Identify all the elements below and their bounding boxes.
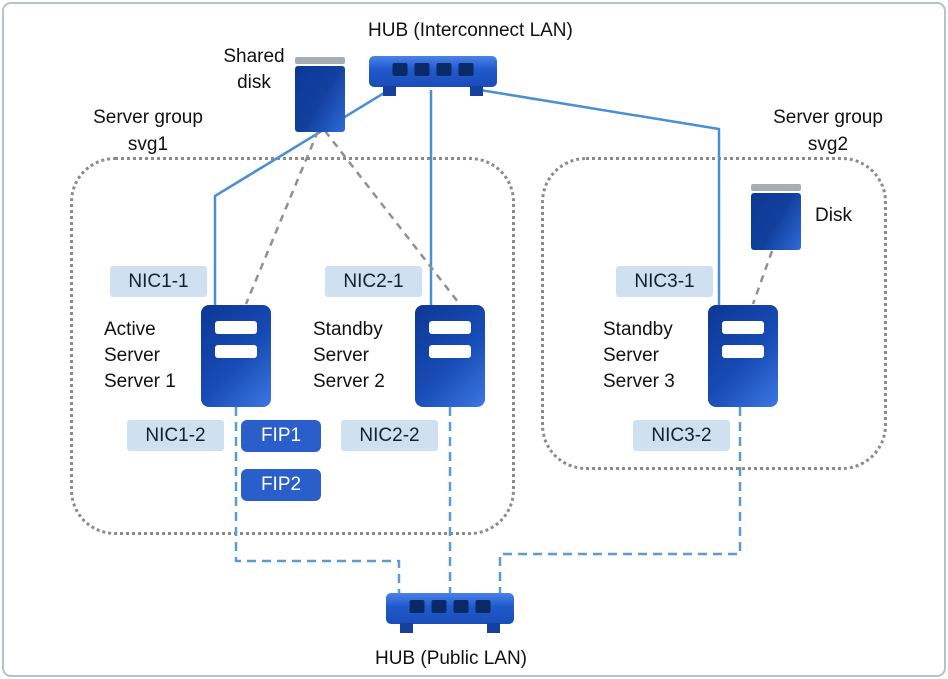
hub-foot xyxy=(400,623,413,633)
hub-body xyxy=(386,593,514,624)
disk-body xyxy=(751,193,801,250)
hub-port xyxy=(431,600,447,613)
line-shareddisk-to-server2 xyxy=(324,130,459,303)
shared-disk-icon xyxy=(295,57,345,132)
disk-cap xyxy=(751,184,801,191)
server-3-label-line3: Server 3 xyxy=(603,371,675,392)
hub-foot xyxy=(487,623,500,633)
disk-cap xyxy=(295,57,345,64)
line-server3-to-public-hub xyxy=(498,407,742,594)
hub-port xyxy=(409,600,425,613)
hub-foot xyxy=(383,86,396,96)
hub-ports xyxy=(392,63,474,76)
fip2-badge: FIP2 xyxy=(241,469,321,501)
server-group-svg2-label-line2: svg2 xyxy=(807,134,849,155)
hub-port xyxy=(475,600,491,613)
hub-body xyxy=(369,56,497,87)
nic2-2-badge: NIC2-2 xyxy=(341,420,438,451)
shared-disk-label-line1: Shared xyxy=(223,46,285,67)
server-slot xyxy=(215,321,257,334)
hub-port xyxy=(458,63,474,76)
hub-port xyxy=(453,600,469,613)
server-1-label-line2: Server xyxy=(104,345,160,366)
hub-foot xyxy=(470,86,483,96)
line-shareddisk-to-server1 xyxy=(244,130,320,305)
server-group-svg1-label: Server group svg1 xyxy=(88,104,208,158)
server-slot xyxy=(722,321,764,334)
interconnect-hub-icon xyxy=(369,56,497,96)
line-disk-to-server3 xyxy=(751,250,774,305)
server-1-label-line1: Active xyxy=(104,319,156,340)
server-3-label: Standby Server Server 3 xyxy=(603,317,675,395)
nic2-1-badge: NIC2-1 xyxy=(325,266,422,297)
server-1-label: Active Server Server 1 xyxy=(104,317,176,395)
disk-label: Disk xyxy=(815,205,852,226)
server-2-label-line3: Server 2 xyxy=(313,371,385,392)
line-server1-to-public-hub xyxy=(234,407,401,594)
interconnect-hub-label: HUB (Interconnect LAN) xyxy=(368,20,573,41)
hub-port xyxy=(436,63,452,76)
disk-body xyxy=(295,66,345,132)
fip1-badge: FIP1 xyxy=(241,420,321,452)
public-hub-label: HUB (Public LAN) xyxy=(374,648,528,669)
server-group-svg1-label-line1: Server group xyxy=(93,107,203,128)
hub-port xyxy=(392,63,408,76)
nic1-2-badge: NIC1-2 xyxy=(127,420,224,451)
server-group-svg1-box xyxy=(70,157,515,535)
server-slot xyxy=(722,345,764,358)
hub-port xyxy=(414,63,430,76)
server-2-icon xyxy=(415,305,485,407)
hub-ports xyxy=(409,600,491,613)
shared-disk-label-line2: disk xyxy=(237,72,271,93)
server-group-svg2-box xyxy=(541,157,887,470)
server-2-label: Standby Server Server 2 xyxy=(313,317,385,395)
server-slot xyxy=(429,345,471,358)
server-2-label-line1: Standby xyxy=(313,319,383,340)
server-group-svg2-label-line1: Server group xyxy=(773,107,883,128)
server-2-label-line2: Server xyxy=(313,345,369,366)
server-1-icon xyxy=(201,305,271,407)
server-slot xyxy=(429,321,471,334)
nic1-1-badge: NIC1-1 xyxy=(110,266,207,297)
server-3-label-line1: Standby xyxy=(603,319,673,340)
line-interconnect-to-server3 xyxy=(479,88,721,306)
server-3-label-line2: Server xyxy=(603,345,659,366)
disk-icon xyxy=(751,184,801,250)
server-group-svg1-label-line2: svg1 xyxy=(127,134,169,155)
server-3-icon xyxy=(708,305,778,407)
public-hub-icon xyxy=(386,593,514,633)
server-1-label-line3: Server 1 xyxy=(104,371,176,392)
server-slot xyxy=(215,345,257,358)
nic3-1-badge: NIC3-1 xyxy=(616,266,713,297)
server-group-svg2-label: Server group svg2 xyxy=(768,104,888,158)
shared-disk-label: Shared disk xyxy=(214,44,294,96)
nic3-2-badge: NIC3-2 xyxy=(633,420,730,451)
